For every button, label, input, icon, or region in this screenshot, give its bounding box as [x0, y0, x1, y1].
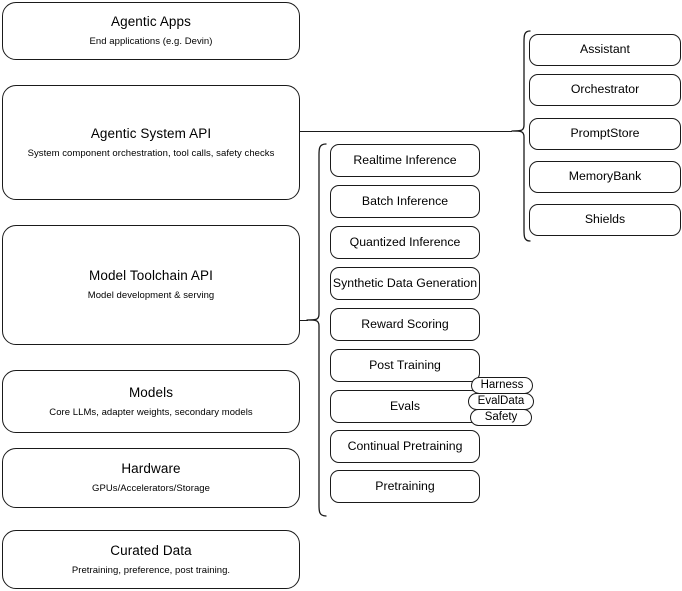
layer-subtitle: Model development & serving [87, 290, 215, 301]
component-label: MemoryBank [568, 169, 642, 184]
toolchain-component-pretraining[interactable]: Pretraining [330, 470, 480, 503]
brace-system-components [511, 30, 531, 242]
layer-box-hardware[interactable]: Hardware GPUs/Accelerators/Storage [2, 448, 300, 508]
toolchain-component-evals[interactable]: Evals [330, 390, 480, 423]
layer-title: Curated Data [110, 542, 192, 558]
layer-subtitle: Core LLMs, adapter weights, secondary mo… [49, 406, 253, 418]
connector-toolchain-api-to-components [300, 320, 308, 322]
eval-badge-harness[interactable]: Harness [471, 377, 533, 394]
layer-box-model-toolchain-api[interactable]: Model Toolchain API Model development & … [2, 225, 300, 345]
toolchain-component-continual-pretraining[interactable]: Continual Pretraining [330, 430, 480, 463]
toolchain-component-synthetic-data-generation[interactable]: Synthetic Data Generation [330, 267, 480, 300]
layer-title: Agentic System API [90, 125, 212, 141]
component-label: Orchestrator [570, 82, 640, 97]
layer-title: Models [128, 384, 174, 400]
toolchain-component-reward-scoring[interactable]: Reward Scoring [330, 308, 480, 341]
component-label: Synthetic Data Generation [332, 275, 478, 290]
layer-subtitle: End applications (e.g. Devin) [89, 36, 213, 47]
component-label: Continual Pretraining [347, 438, 463, 453]
system-component-assistant[interactable]: Assistant [529, 34, 681, 66]
component-label: Assistant [580, 42, 630, 57]
badge-label: Safety [484, 410, 518, 423]
system-component-shields[interactable]: Shields [529, 204, 681, 236]
toolchain-component-realtime-inference[interactable]: Realtime Inference [330, 144, 480, 177]
system-component-promptstore[interactable]: PromptStore [529, 118, 681, 150]
layer-subtitle: Pretraining, preference, post training. [71, 564, 231, 576]
component-label: Post Training [369, 357, 441, 372]
layer-box-curated-data[interactable]: Curated Data Pretraining, preference, po… [2, 530, 300, 589]
layer-box-agentic-system-api[interactable]: Agentic System API System component orch… [2, 85, 300, 200]
layer-title: Model Toolchain API [89, 268, 213, 284]
system-component-memorybank[interactable]: MemoryBank [529, 161, 681, 193]
component-label: Batch Inference [361, 193, 449, 208]
component-label: Shields [584, 212, 626, 227]
connector-system-api-to-components [300, 131, 512, 133]
brace-toolchain-components [305, 143, 327, 517]
toolchain-component-quantized-inference[interactable]: Quantized Inference [330, 226, 480, 259]
badge-label: EvalData [477, 394, 525, 407]
layer-title: Hardware [121, 461, 181, 477]
toolchain-component-batch-inference[interactable]: Batch Inference [330, 185, 480, 218]
layer-box-models[interactable]: Models Core LLMs, adapter weights, secon… [2, 370, 300, 433]
component-label: Evals [389, 398, 421, 413]
badge-label: Harness [480, 378, 524, 391]
layer-box-agentic-apps[interactable]: Agentic Apps End applications (e.g. Devi… [2, 2, 300, 60]
layer-title: Agentic Apps [110, 14, 191, 30]
toolchain-component-post-training[interactable]: Post Training [330, 349, 480, 382]
component-label: PromptStore [570, 126, 640, 141]
component-label: Pretraining [375, 478, 435, 493]
eval-badge-evaldata[interactable]: EvalData [468, 393, 534, 410]
eval-badge-safety[interactable]: Safety [470, 409, 532, 426]
system-component-orchestrator[interactable]: Orchestrator [529, 74, 681, 106]
component-label: Quantized Inference [349, 234, 461, 249]
component-label: Reward Scoring [361, 316, 449, 331]
layer-subtitle: System component orchestration, tool cal… [27, 147, 275, 159]
layer-subtitle: GPUs/Accelerators/Storage [92, 483, 210, 494]
component-label: Realtime Inference [353, 152, 457, 167]
